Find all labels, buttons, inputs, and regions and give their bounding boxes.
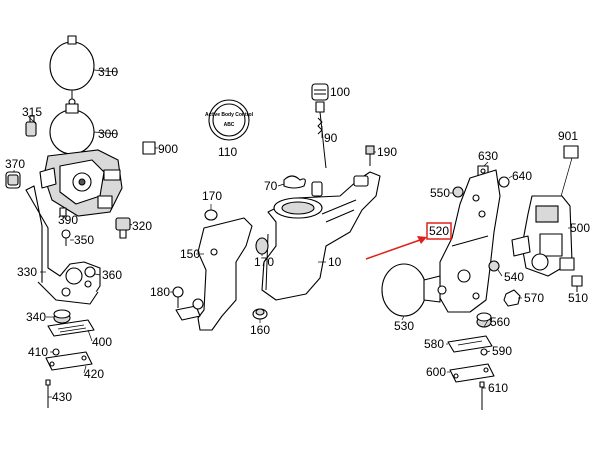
callout-430: 430 [52,390,72,404]
mount-560-shape [476,312,492,328]
callout-150: 150 [180,247,200,261]
leader-lines [13,69,570,398]
callout-901: 901 [558,129,578,143]
plug-370-shape [5,171,21,189]
bolt-350-shape [61,229,71,246]
bracket-330-shape [25,185,101,305]
connector-901-shape [563,145,579,159]
valve-assembly-group [381,145,583,410]
callout-100: 100 [330,85,350,99]
callout-550: 550 [430,186,450,200]
nut-570-shape [503,289,521,307]
nut-640-shape [498,176,510,188]
callout-500: 500 [570,221,590,235]
accumulator-300-shape [49,103,95,155]
callout-labels: 310 315 300 900 370 390 320 350 330 360 … [5,65,590,404]
fitting-540-shape [488,260,500,272]
mount-340-shape [53,309,71,324]
callout-420: 420 [84,367,104,381]
connector-900-shape [142,141,156,155]
callout-350: 350 [74,233,94,247]
cap-stamp-line1: Active Body Control [205,112,254,118]
callout-370: 370 [5,157,25,171]
dipstick-90-shape [315,101,327,169]
bracket-520-shape [439,169,501,313]
reservoir-10-shape [261,171,381,301]
callout-300: 300 [98,127,118,141]
pad-580-shape [447,335,493,353]
callout-580: 580 [424,337,444,351]
pump-assembly-group [5,35,156,408]
accumulator-530-shape [381,263,447,317]
pump-body-shape [39,149,123,217]
bolt-390-shape [59,207,67,217]
callout-170-lower: 170 [254,255,274,269]
highlight-arrow-line [365,239,421,260]
accumulator-310-shape [49,35,95,106]
grommet-170-upper-shape [204,209,218,221]
callout-400: 400 [92,335,112,349]
callout-590: 590 [492,344,512,358]
callout-310: 310 [98,65,118,79]
callout-560: 560 [490,315,510,329]
seal-70-shape [283,175,306,189]
callout-110: 110 [218,145,237,159]
callout-180: 180 [150,285,170,299]
callout-170-upper: 170 [202,189,222,203]
callout-600: 600 [426,365,446,379]
grommet-160-shape [252,308,268,320]
callout-610: 610 [488,381,508,395]
callout-410: 410 [28,345,48,359]
plate-420-shape [45,351,93,371]
bolt-180-shape [172,286,184,308]
callout-330: 330 [17,265,37,279]
callout-900: 900 [158,142,178,156]
plug-510-shape [571,275,583,292]
bracket-150-shape [175,217,253,331]
highlight-520 [365,222,452,260]
callout-10: 10 [328,255,342,269]
callout-570: 570 [524,291,544,305]
cap-stamp-line2: ABC [224,122,235,128]
callout-510: 510 [568,291,588,305]
highlight-box [426,222,452,240]
fitting-315-shape [25,115,37,137]
washer-410-shape [52,348,60,356]
callout-520: 520 [429,224,449,238]
sensor-320-shape [115,217,131,239]
stud-610-shape [479,381,485,410]
stud-430-shape [45,379,51,408]
callout-320: 320 [132,219,152,233]
washer-590-shape [480,348,488,356]
callout-390: 390 [58,213,78,227]
plate-600-shape [449,363,495,383]
callout-70: 70 [264,179,278,193]
callout-190: 190 [377,145,397,159]
callout-530: 530 [394,319,414,333]
nut-550-shape [452,186,464,198]
valve-500-shape [511,195,575,277]
callout-640: 640 [512,169,532,183]
callout-160: 160 [250,323,270,337]
grommet-170-lower-shape [255,237,269,255]
cap-110-stamp: Active Body Control ABC [205,99,254,141]
cap-100-shape [311,83,329,101]
pad-400-shape [47,319,95,337]
nut-360-shape [84,266,96,278]
callout-315: 315 [22,105,42,119]
callout-90: 90 [324,131,338,145]
callout-340: 340 [26,310,46,324]
callout-630: 630 [478,149,498,163]
callout-540: 540 [504,270,524,284]
nut-630-shape [477,165,489,177]
callout-360: 360 [102,268,122,282]
highlight-arrow-head [417,236,427,244]
bolt-190-shape [365,145,375,166]
reservoir-group: Active Body Control ABC [172,83,381,331]
